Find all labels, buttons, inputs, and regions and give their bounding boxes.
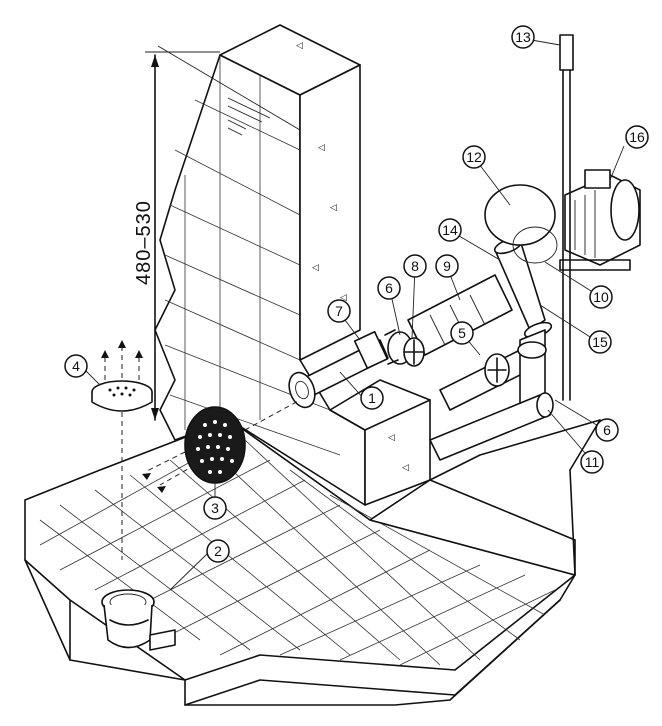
concrete-block: ◁ ◁ (329, 379, 431, 506)
svg-text:13: 13 (515, 29, 531, 45)
svg-text:8: 8 (411, 258, 419, 274)
drain-grille (142, 399, 301, 493)
callout-7: 7 (327, 299, 351, 323)
svg-text:◁: ◁ (312, 262, 319, 272)
svg-text:5: 5 (458, 325, 466, 341)
svg-text:◁: ◁ (340, 292, 347, 302)
inlet-nozzle (91, 340, 153, 560)
callout-15: 15 (588, 330, 612, 354)
svg-text:9: 9 (443, 258, 451, 274)
svg-text:◁: ◁ (330, 202, 337, 212)
callout-16: 16 (625, 125, 649, 149)
svg-text:3: 3 (211, 500, 219, 516)
dimension-label: 480–530 (133, 200, 155, 285)
rod (559, 34, 574, 401)
svg-text:10: 10 (593, 289, 609, 305)
svg-text:14: 14 (442, 222, 458, 238)
svg-text:◁: ◁ (388, 432, 395, 442)
leader-lines (82, 37, 625, 591)
callout-6a: 6 (377, 276, 401, 300)
callout-9: 9 (435, 254, 459, 278)
svg-text:◁: ◁ (296, 40, 303, 50)
svg-text:4: 4 (72, 358, 80, 374)
svg-text:2: 2 (214, 543, 222, 559)
pump-motor (484, 169, 641, 271)
callout-11: 11 (580, 450, 604, 474)
svg-text:6: 6 (603, 422, 611, 438)
callout-4: 4 (64, 354, 88, 378)
wall-concrete: ◁ ◁ ◁ ◁ ◁ (219, 24, 361, 361)
callout-6b: 6 (595, 418, 619, 442)
svg-text:◁: ◁ (318, 142, 325, 152)
callout-12: 12 (462, 145, 486, 169)
svg-text:12: 12 (466, 149, 482, 165)
height-dimension: 480–530 (133, 45, 301, 421)
svg-text:◁: ◁ (402, 462, 409, 472)
callout-10: 10 (589, 285, 613, 309)
callout-8: 8 (403, 254, 427, 278)
callout-3: 3 (203, 496, 227, 520)
callout-1: 1 (360, 386, 384, 410)
floor-drain (101, 589, 176, 651)
callout-5: 5 (450, 321, 474, 345)
svg-text:16: 16 (629, 129, 645, 145)
floor-tiles (39, 439, 556, 666)
svg-text:6: 6 (385, 280, 393, 296)
callout-14: 14 (438, 218, 462, 242)
svg-text:7: 7 (335, 303, 343, 319)
callout-2: 2 (206, 539, 230, 563)
pipe-system (288, 237, 554, 461)
svg-text:15: 15 (592, 334, 608, 350)
svg-text:1: 1 (368, 390, 376, 406)
ground-bench (369, 419, 601, 576)
callout-13: 13 (511, 25, 535, 49)
svg-text:11: 11 (585, 454, 600, 470)
